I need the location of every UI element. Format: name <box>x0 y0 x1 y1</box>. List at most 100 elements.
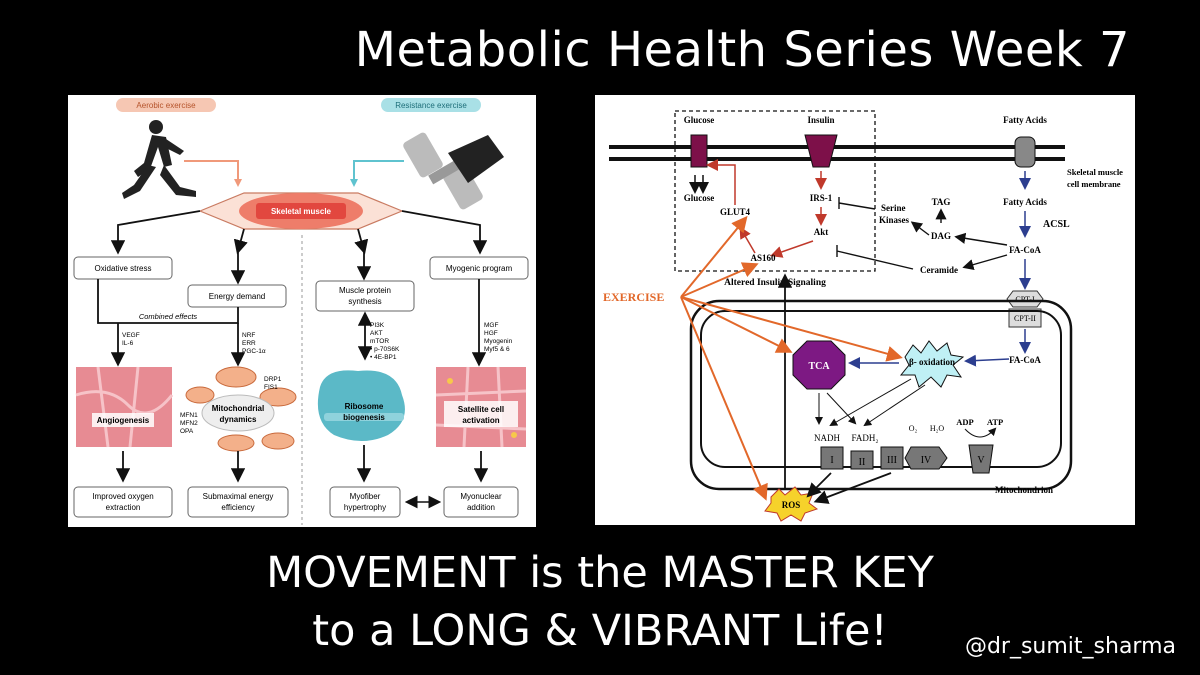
pi3k-line5: • 4E-BP1 <box>370 354 397 361</box>
satellite-cell-illustration: Satellite cell activation <box>435 366 527 448</box>
glucose-bottom-label: Glucose <box>684 193 715 203</box>
pi3k-line1: PI3K <box>370 322 385 329</box>
irs1-label: IRS-1 <box>810 193 833 203</box>
pi3k-line3: mTOR <box>370 338 389 345</box>
complex-v-label: V <box>977 455 985 466</box>
improved-oxygen-line2: extraction <box>106 503 141 512</box>
ribosome-line1: Ribosome <box>345 402 384 411</box>
energy-demand-box <box>187 284 287 308</box>
glucose-transporter <box>690 134 708 168</box>
glucose-top-label: Glucose <box>684 115 715 125</box>
myonuclear-line1: Myonuclear <box>460 492 502 501</box>
protein-synthesis-line2: synthesis <box>348 297 381 306</box>
nrf-line1: NRF <box>242 332 255 339</box>
nrf-line2: ERR <box>242 340 256 347</box>
ros-burst <box>764 486 819 522</box>
cpt1-shape <box>1006 290 1044 308</box>
oxidative-stress-label: Oxidative stress <box>95 264 152 273</box>
pi3k-line2: AKT <box>370 330 383 337</box>
drp-line2: FIS1 <box>264 384 278 391</box>
satellite-line2: activation <box>462 416 499 425</box>
energy-demand-label: Energy demand <box>209 292 265 301</box>
exercise-adaptation-diagram: Aerobic exercise Resistance exercise Ske… <box>68 95 536 527</box>
insulin-signaling-diagram: Skeletal muscle cell membrane Glucose In… <box>595 95 1135 525</box>
resistance-pill <box>381 98 481 112</box>
improved-oxygen-line1: Improved oxygen <box>92 492 153 501</box>
myofiber-line2: hypertrophy <box>344 503 386 512</box>
fatty-acids-mid-label: Fatty Acids <box>1003 197 1047 207</box>
aerobic-label: Aerobic exercise <box>136 101 196 110</box>
submaximal-box <box>187 486 289 518</box>
cpt2-label: CPT-II <box>1014 314 1036 323</box>
complex-ii-label: II <box>859 457 866 468</box>
cpt2-shape <box>1008 308 1042 328</box>
ceramide-label: Ceramide <box>920 265 958 275</box>
tagline-line1: MOVEMENT is the MASTER KEY <box>266 548 934 598</box>
mito-dynamics-line2: dynamics <box>220 415 257 424</box>
protein-synthesis-line1: Muscle protein <box>339 286 391 295</box>
tagline-line2: to a LONG & VIBRANT Life! <box>312 606 888 656</box>
fatty-acid-transporter <box>1014 136 1036 168</box>
tca-label: TCA <box>808 361 830 372</box>
akt-label: Akt <box>814 227 829 237</box>
myofiber-line1: Myofiber <box>350 492 381 501</box>
submaximal-line2: efficiency <box>221 503 254 512</box>
mfn-line3: OPA <box>180 428 194 435</box>
nrf-line3: PGC-1α <box>242 348 266 355</box>
mfn-line2: MFN2 <box>180 420 198 427</box>
mitochondrion-outer <box>689 299 1073 491</box>
complex-iii <box>880 446 904 470</box>
myonuclear-box <box>443 486 519 518</box>
author-handle: @dr_sumit_sharma <box>964 634 1176 659</box>
aerobic-pill <box>116 98 216 112</box>
oxidative-stress-box <box>73 256 173 280</box>
pi3k-line4: • p-70S6K <box>370 346 400 353</box>
serine-kinases-line2: Kinases <box>879 215 910 225</box>
glut4-label: GLUT4 <box>720 207 751 217</box>
complex-i <box>820 446 844 470</box>
skeletal-muscle-label: Skeletal muscle <box>271 207 332 216</box>
skeletal-muscle: Skeletal muscle <box>198 192 404 230</box>
as160-label: AS160 <box>750 253 776 263</box>
membrane-line2: cell membrane <box>1067 179 1121 189</box>
protein-synthesis-box <box>315 280 415 312</box>
vegf-line2: IL-6 <box>122 340 134 347</box>
complex-iv-label: IV <box>921 455 932 466</box>
page-title: Metabolic Health Series Week 7 <box>354 22 1130 78</box>
fa-coa-top-label: FA-CoA <box>1009 245 1041 255</box>
mito-dynamics-line1: Mitochondrial <box>212 404 264 413</box>
submaximal-line1: Submaximal energy <box>203 492 274 501</box>
mitochondrion-label: Mitochondrion <box>995 485 1053 495</box>
mfn-line1: MFN1 <box>180 412 198 419</box>
ribosome-illustration: Ribosome biogenesis <box>317 370 405 441</box>
ros-label: ROS <box>782 500 801 510</box>
myogenic-program-label: Myogenic program <box>446 264 513 273</box>
complex-iv <box>904 446 948 470</box>
complex-iii-label: III <box>887 455 897 466</box>
atp-label: ATP <box>987 417 1003 427</box>
mgf-line2: HGF <box>484 330 498 337</box>
beta-oxidation-burst <box>899 340 965 388</box>
beta-ox-label: β- oxidation <box>909 357 955 367</box>
angiogenesis-label: Angiogenesis <box>97 416 150 425</box>
mgf-line4: Myf5 & 6 <box>484 346 510 353</box>
fadh2-label: FADH₂ <box>852 433 879 443</box>
serine-kinases-line1: Serine <box>881 203 906 213</box>
combined-effects-label: Combined effects <box>139 312 198 321</box>
myonuclear-line2: addition <box>467 503 495 512</box>
complex-v <box>968 444 994 474</box>
o2-label: O₂ <box>909 424 918 433</box>
satellite-line1: Satellite cell <box>458 405 504 414</box>
mitochondrial-dynamics-illustration: Mitochondrial dynamics <box>185 366 297 452</box>
insulin-signaling-box <box>674 110 876 272</box>
resistance-label: Resistance exercise <box>395 101 467 110</box>
fa-coa-bottom-label: FA-CoA <box>1009 355 1041 365</box>
dag-label: DAG <box>931 231 951 241</box>
acsl-label: ACSL <box>1043 219 1070 230</box>
mgf-line3: Myogenin <box>484 338 513 345</box>
insulin-receptor <box>804 134 838 168</box>
tca-octagon <box>792 340 846 390</box>
complex-ii <box>850 450 874 470</box>
ribosome-line2: biogenesis <box>343 413 385 422</box>
adp-label: ADP <box>956 417 973 427</box>
